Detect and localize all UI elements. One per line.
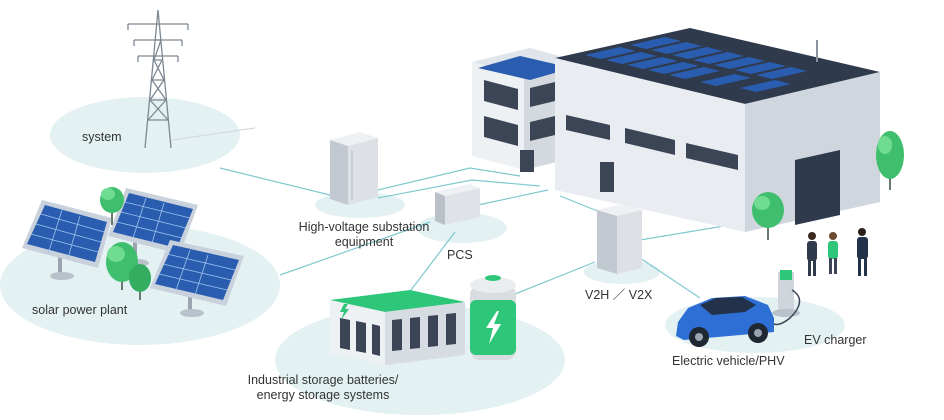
factory-building-icon [555, 28, 880, 232]
line-v2h-ev [639, 257, 701, 299]
substation-label-line1: High-voltage substation [298, 220, 430, 234]
battery-rack-row [330, 290, 465, 365]
substation-cabinet-icon [330, 132, 378, 205]
tree-icon [752, 192, 784, 240]
solar-power-plant-label: solar power plant [32, 303, 128, 317]
big-battery-icon [470, 275, 516, 360]
line-solar-pcs [279, 221, 431, 276]
storage-label-line2: energy storage systems [256, 388, 390, 402]
electric-vehicle-icon [676, 296, 774, 347]
storage-batteries-icon [330, 275, 516, 365]
person-icon [857, 228, 868, 276]
electric-vehicle-label: Electric vehicle/PHV [672, 354, 785, 368]
line-substation-building-2 [377, 179, 541, 199]
substation-label: High-voltage substation equipment [276, 220, 452, 250]
pcs-label: PCS [447, 248, 473, 262]
tree-icon [106, 242, 138, 290]
line-storage-pcs [404, 231, 456, 299]
line-pcs-building [477, 189, 549, 206]
v2h-cabinet-icon [597, 204, 642, 274]
person-icon [828, 232, 838, 274]
trees-solar [100, 187, 151, 300]
people-group-icon [807, 228, 868, 276]
lightning-icon [340, 304, 349, 320]
line-building-v2h [559, 195, 601, 213]
roof-solar-array [585, 37, 807, 92]
tree-icon [876, 131, 904, 190]
system-ellipse [50, 97, 240, 173]
person-icon [807, 232, 817, 276]
line-substation-building [377, 167, 521, 191]
storage-label-line1: Industrial storage batteries/ [247, 373, 399, 387]
pcs-box-icon [435, 184, 480, 225]
ev-charger-label: EV charger [804, 333, 867, 347]
transmission-tower-icon [127, 9, 256, 149]
solar-panel-2-icon [108, 188, 198, 267]
tree-icon [129, 264, 151, 300]
lightning-icon [486, 311, 501, 344]
solar-panel-3-icon [150, 240, 244, 317]
v2h-v2x-label: V2H ／ V2X [585, 288, 653, 302]
solar-panel-1-icon [22, 200, 112, 280]
connector-lines [219, 167, 761, 301]
tree-icon [100, 187, 124, 225]
system-label: system [82, 130, 122, 144]
trees-building [752, 131, 904, 240]
solar-panels [22, 188, 244, 317]
line-system-substation [219, 167, 331, 196]
substation-label-line2: equipment [334, 235, 394, 249]
storage-label: Industrial storage batteries/ energy sto… [238, 373, 408, 403]
